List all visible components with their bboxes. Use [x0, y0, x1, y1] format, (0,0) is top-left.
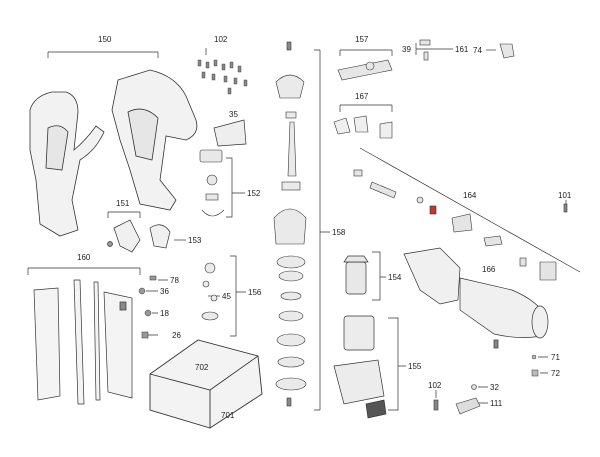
part-labels: 150 102 157 39 161 74 167 35 152 151 153… [77, 35, 572, 420]
clutch-parts [337, 39, 515, 81]
label-32: 32 [490, 383, 499, 392]
nose-assembly [403, 247, 549, 349]
screw-set [197, 59, 248, 95]
label-153: 153 [188, 236, 202, 245]
label-166: 166 [482, 265, 496, 274]
label-71: 71 [551, 353, 560, 362]
label-18: 18 [160, 309, 169, 318]
label-155: 155 [408, 362, 422, 371]
housing-halves [29, 69, 198, 237]
label-150: 150 [98, 35, 112, 44]
label-157: 157 [355, 35, 369, 44]
label-167: 167 [355, 92, 369, 101]
label-154: 154 [388, 273, 402, 282]
switch-parts [199, 149, 225, 217]
label-78: 78 [170, 276, 179, 285]
leader-lines [27, 43, 581, 411]
magazine-rails [33, 279, 133, 405]
label-111: 111 [490, 399, 503, 408]
label-102-top: 102 [214, 35, 228, 44]
gearbox-parts [201, 262, 219, 321]
plate-part [213, 119, 247, 147]
label-35: 35 [229, 110, 238, 119]
label-164: 164 [463, 191, 477, 200]
label-101: 101 [558, 191, 572, 200]
label-702: 702 [195, 363, 209, 372]
lever-parts [353, 169, 568, 281]
label-161: 161 [455, 45, 469, 54]
tip-parts [531, 354, 539, 377]
label-151: 151 [116, 199, 130, 208]
label-39: 39 [402, 45, 411, 54]
label-160: 160 [77, 253, 91, 262]
handle-part [107, 219, 171, 253]
label-45: 45 [222, 292, 231, 301]
gear-stack [273, 41, 307, 407]
cover-parts [333, 115, 393, 139]
label-156: 156 [248, 288, 262, 297]
label-102-bottom: 102 [428, 381, 442, 390]
electronics-module [333, 315, 387, 419]
label-701: 701 [221, 411, 235, 420]
label-26: 26 [172, 331, 181, 340]
label-158: 158 [332, 228, 346, 237]
label-36: 36 [160, 287, 169, 296]
belt-clip-parts [433, 384, 481, 415]
label-72: 72 [551, 369, 560, 378]
carry-case [149, 339, 263, 429]
motor [343, 255, 369, 295]
label-152: 152 [247, 189, 261, 198]
small-parts [138, 275, 157, 339]
label-74: 74 [473, 46, 482, 55]
